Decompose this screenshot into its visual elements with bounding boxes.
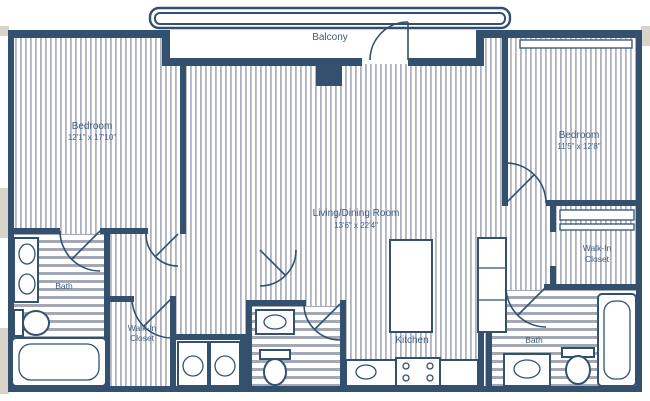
bedroom-left-dims: 12'1" x 17'10": [68, 133, 116, 142]
closet-right-shelves: [559, 209, 635, 231]
balcony-door: [369, 21, 409, 61]
walls: [8, 30, 642, 392]
toilet-left: [13, 309, 50, 337]
bedroom-left-label: Bedroom: [72, 121, 113, 132]
toilet-right: [561, 347, 595, 385]
washer-dryer: [177, 341, 241, 387]
vanity-left: [13, 237, 39, 303]
bath-left-door: [59, 230, 101, 272]
balcony-label: Balcony: [312, 32, 348, 43]
vanity-right: [503, 353, 551, 387]
closet-left-label-1: Walk-In: [128, 323, 157, 333]
bedroom-right-shelf: [519, 39, 633, 49]
closet-right-label-1: Walk-In: [583, 243, 612, 253]
outside-patches: [0, 26, 650, 394]
bedroom-right-label: Bedroom: [559, 130, 600, 141]
kitchen-counter: [345, 357, 479, 387]
room-labels: Balcony Bedroom 12'1" x 17'10" Bedroom 1…: [55, 32, 611, 346]
bathtub-left: [11, 337, 107, 387]
balcony-railing: [148, 6, 512, 30]
living-dining-dims: 13'6" x 22'4": [334, 221, 378, 230]
pillar: [316, 58, 342, 86]
closet-right-label-2: Closet: [585, 254, 610, 264]
toilet-middle: [259, 349, 291, 386]
closet-left-door: [131, 297, 173, 339]
fixtures: [11, 39, 637, 387]
bedroom-right-dims: 11'5" x 12'8": [557, 142, 600, 151]
living-dining-label: Living/Dining Room: [313, 208, 400, 219]
bath-middle-doors: [259, 249, 341, 341]
sink-middle: [255, 309, 295, 335]
fridge-pantry-column: [477, 237, 507, 333]
kitchen-label: Kitchen: [395, 335, 428, 346]
bath-left-label: Bath: [55, 281, 73, 291]
closet-left-label-2: Closet: [130, 333, 155, 343]
door-swings: [59, 21, 547, 341]
bath-right-label: Bath: [525, 335, 543, 345]
bedroom-right-door: [505, 162, 547, 204]
kitchen-island: [389, 239, 433, 333]
bedroom-left-door: [145, 233, 179, 267]
bathtub-right: [597, 293, 637, 387]
